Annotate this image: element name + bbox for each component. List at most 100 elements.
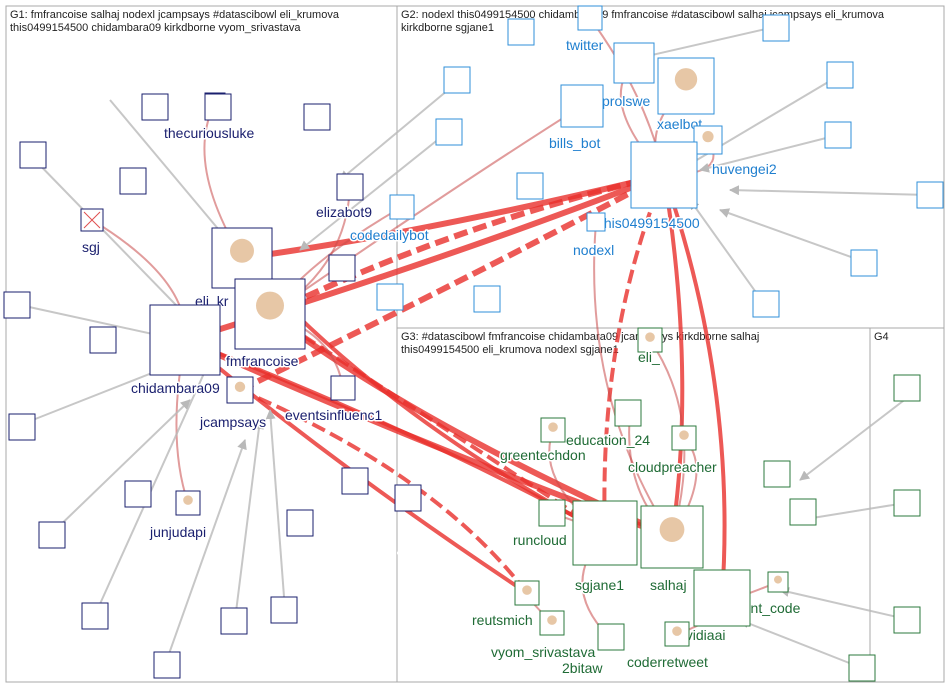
node-chidambara09[interactable]: chidambara09: [130, 304, 221, 398]
peripheral-avatar[interactable]: [893, 489, 921, 517]
node-fmfrancoise[interactable]: fmfrancoise: [225, 278, 306, 371]
peripheral-avatar[interactable]: [81, 602, 109, 630]
group-subtitle-g3: this0499154500 eli_krumova nodexl sgjane…: [401, 344, 619, 356]
peripheral-avatar[interactable]: [394, 484, 422, 512]
node-label-this0499154500: this0499154500: [600, 215, 700, 231]
background-edge: [799, 387, 921, 481]
node-nvidiaai[interactable]: nvidiaai: [677, 569, 751, 645]
node-cloudpreacher[interactable]: cloudpreacher: [627, 425, 719, 477]
node-label-reutsmich: reutsmich: [472, 612, 533, 628]
group-subtitle-g1: this0499154500 chidambara09 kirkdborne v…: [10, 22, 301, 34]
node-greentechdon[interactable]: greentechdon: [499, 417, 587, 465]
node-codedailybot[interactable]: codedailybot: [349, 194, 430, 245]
node-bills_bot[interactable]: bills_bot: [548, 84, 604, 153]
person-head: [672, 626, 682, 636]
peripheral-avatar[interactable]: [204, 93, 232, 121]
group-box-g4: [869, 327, 945, 683]
peripheral-avatar[interactable]: [507, 18, 535, 46]
node-runcloud[interactable]: runcloud: [512, 499, 568, 550]
twitter-avatar: [577, 5, 603, 31]
peripheral-avatar[interactable]: [848, 654, 876, 682]
node-twitter[interactable]: twitter: [565, 5, 605, 55]
peripheral-avatar[interactable]: [824, 121, 852, 149]
node-label-coderretweet: coderretweet: [627, 654, 708, 670]
peripheral-avatar[interactable]: [752, 290, 780, 318]
background-edge: [299, 129, 451, 251]
node-xaelbot[interactable]: xaelbot: [656, 57, 715, 134]
peripheral-avatar[interactable]: [328, 254, 356, 282]
peripheral-avatar[interactable]: [850, 249, 878, 277]
background-edge: [234, 419, 264, 621]
peripheral-avatar[interactable]: [336, 173, 364, 201]
node-label-greentechdon: greentechdon: [500, 447, 586, 463]
node-label-vyom_srivastava: vyom_srivastava: [491, 644, 595, 660]
node-jcampsays[interactable]: jcampsays: [198, 376, 268, 432]
node-eventsinfluenc1[interactable]: eventsinfluenc1: [284, 375, 384, 425]
robot-avatar: [613, 42, 655, 84]
background-edge: [339, 79, 461, 181]
person-head: [774, 575, 782, 584]
node-coderretweet[interactable]: coderretweet: [626, 621, 710, 672]
background-edge: [94, 359, 211, 616]
face-avatar: [630, 141, 698, 209]
background-edge: [699, 134, 839, 173]
peripheral-avatar[interactable]: [89, 326, 117, 354]
peripheral-avatar[interactable]: [789, 498, 817, 526]
node-label-sgj: sgj: [82, 239, 100, 255]
node-nodexl[interactable]: nodexl: [572, 212, 616, 260]
node-vyom_srivastava[interactable]: vyom_srivastava: [490, 610, 597, 662]
node-this0499154500[interactable]: this0499154500: [599, 141, 701, 233]
peripheral-avatar[interactable]: [597, 623, 625, 651]
peripheral-avatar[interactable]: [376, 283, 404, 311]
node-education_24[interactable]: education_24: [565, 403, 652, 450]
peripheral-avatar[interactable]: [763, 460, 791, 488]
peripheral-avatar[interactable]: [614, 399, 642, 427]
peripheral-avatar[interactable]: [443, 66, 471, 94]
peripheral-avatar[interactable]: [270, 596, 298, 624]
group-title-g4: G4: [874, 331, 889, 343]
edge-bills_bot-fmfrancoise: [269, 105, 583, 315]
peripheral-avatar[interactable]: [8, 413, 36, 441]
node-eli_kr[interactable]: eli_kr: [194, 227, 273, 311]
peripheral-avatar[interactable]: [38, 521, 66, 549]
peripheral-avatar[interactable]: [3, 291, 31, 319]
peripheral-avatar[interactable]: [916, 181, 944, 209]
node-label-jcampsays: jcampsays: [199, 414, 266, 430]
peripheral-avatar[interactable]: [826, 61, 854, 89]
node-eli_[interactable]: eli_: [637, 327, 663, 367]
node-prolswe[interactable]: prolswe: [601, 42, 655, 111]
peripheral-avatar[interactable]: [303, 103, 331, 131]
peripheral-avatar[interactable]: [435, 118, 463, 146]
node-label-elizabot9: elizabot9: [316, 204, 372, 220]
node-label-eventsinfluenc1: eventsinfluenc1: [285, 407, 383, 423]
node-sgj[interactable]: sgj: [80, 208, 104, 257]
node-salhaj[interactable]: salhaj: [640, 505, 704, 595]
node-reutsmich[interactable]: reutsmich: [471, 580, 540, 630]
peripheral-avatar[interactable]: [893, 374, 921, 402]
peripheral-avatar[interactable]: [341, 467, 369, 495]
node-huvengei2[interactable]: huvengei2: [693, 125, 778, 179]
node-label-sgjane1: sgjane1: [575, 577, 624, 593]
node-junjudapi[interactable]: junjudapi: [148, 490, 208, 542]
peripheral-avatar[interactable]: [516, 172, 544, 200]
nvidia-avatar: [693, 569, 751, 627]
peripheral-avatar[interactable]: [893, 606, 921, 634]
peripheral-avatar[interactable]: [473, 285, 501, 313]
edge-chidambara09-reutsmich: [183, 338, 529, 595]
group-title-g2: G2: nodexl this0499154500 chidambara09 f…: [401, 9, 885, 21]
peripheral-avatar[interactable]: [124, 480, 152, 508]
broken-image-cross: [83, 211, 101, 229]
person-head: [674, 68, 698, 91]
peripheral-avatar[interactable]: [19, 141, 47, 169]
node-label-nodexl: nodexl: [573, 242, 614, 258]
peripheral-avatar[interactable]: [119, 167, 147, 195]
node-sgjane1[interactable]: sgjane1: [572, 500, 638, 595]
peripheral-avatar[interactable]: [153, 651, 181, 679]
peripheral-avatar[interactable]: [286, 509, 314, 537]
node-label-thecuriousluke: thecuriousluke: [164, 125, 254, 141]
node-print_code[interactable]: print_code: [734, 571, 802, 618]
peripheral-avatar[interactable]: [762, 14, 790, 42]
edge-eli_kr-this0499154500: [241, 170, 666, 261]
peripheral-avatar[interactable]: [141, 93, 169, 121]
peripheral-avatar[interactable]: [220, 607, 248, 635]
